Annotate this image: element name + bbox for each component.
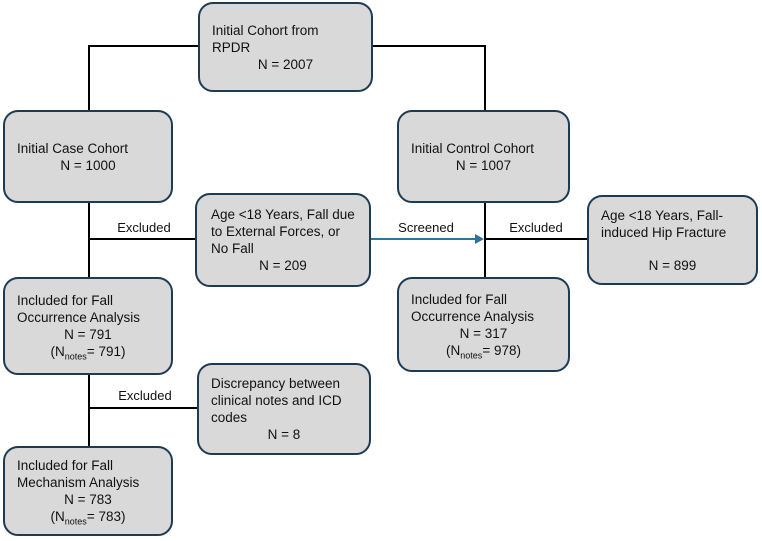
- box-initial-cohort-title: Initial Cohort from RPDR: [212, 22, 319, 55]
- box-case-fall-mechanism-n: N = 783: [64, 492, 112, 507]
- box-case-fall-occurrence-n: N = 791: [64, 327, 112, 342]
- box-initial-cohort: Initial Cohort from RPDR N = 2007: [198, 2, 373, 92]
- box-initial-cohort-n: N = 2007: [257, 56, 314, 72]
- box-initial-control-cohort-title: Initial Control Cohort: [411, 140, 535, 156]
- n-notes-suffix: = 783): [86, 509, 126, 524]
- connector-top-right-vertical: [484, 45, 486, 110]
- box-case-fall-occurrence-title: Included for Fall Occurrence Analysis: [17, 293, 141, 325]
- box-control-fall-occurrence: Included for Fall Occurrence Analysis N …: [397, 277, 570, 372]
- n-notes-prefix: (N: [50, 509, 65, 524]
- box-case-fall-occurrence-n-notes: (Nnotes= 791): [17, 343, 159, 362]
- box-notes-discrepancy: Discrepancy between clinical notes and I…: [197, 363, 371, 455]
- box-case-exclusion-title: Age <18 Years, Fall due to External Forc…: [211, 207, 355, 256]
- excluded-case-label: Excluded: [117, 220, 171, 235]
- box-initial-case-cohort-n: N = 1000: [60, 157, 116, 173]
- n-notes-subscript: notes: [64, 516, 87, 527]
- connector-top-left-horizontal: [88, 45, 199, 47]
- connector-case-excluded: [89, 238, 196, 240]
- n-notes-prefix: (N: [446, 342, 461, 358]
- box-control-fall-occurrence-n: N = 317: [459, 325, 508, 341]
- connector-occurrence-to-mechanism: [88, 374, 90, 446]
- box-notes-discrepancy-title: Discrepancy between clinical notes and I…: [211, 376, 342, 425]
- connector-notes-excluded: [89, 407, 198, 409]
- n-notes-suffix: = 791): [86, 344, 126, 359]
- connector-control-excluded: [486, 238, 588, 240]
- n-notes-subscript: notes: [64, 351, 87, 362]
- box-control-exclusion-n: N = 899: [648, 257, 697, 273]
- screened-arrow-line: [371, 238, 477, 240]
- box-case-fall-mechanism: Included for Fall Mechanism Analysis N =…: [3, 446, 173, 536]
- box-control-fall-occurrence-n-notes: (Nnotes= 978): [411, 342, 556, 361]
- excluded-notes-label: Excluded: [118, 388, 172, 403]
- box-case-exclusion-n: N = 209: [259, 258, 307, 273]
- box-case-exclusion: Age <18 Years, Fall due to External Forc…: [195, 193, 371, 287]
- n-notes-suffix: = 978): [482, 342, 521, 358]
- box-initial-control-cohort-n: N = 1007: [455, 157, 512, 173]
- connector-top-right-horizontal: [373, 45, 486, 47]
- connector-top-left-vertical: [88, 45, 90, 110]
- box-notes-discrepancy-n: N = 8: [267, 427, 301, 442]
- arrowhead-icon: [475, 233, 484, 244]
- excluded-control-label: Excluded: [509, 220, 563, 235]
- box-initial-case-cohort: Initial Case Cohort N = 1000: [3, 110, 173, 203]
- box-case-fall-occurrence: Included for Fall Occurrence Analysis N …: [3, 277, 173, 375]
- box-case-fall-mechanism-title: Included for Fall Mechanism Analysis: [17, 458, 140, 490]
- box-initial-case-cohort-title: Initial Case Cohort: [17, 140, 129, 156]
- n-notes-subscript: notes: [460, 350, 483, 361]
- box-control-exclusion: Age <18 Years, Fall-induced Hip Fracture…: [587, 195, 758, 285]
- connector-control-to-occurrence: [484, 202, 486, 278]
- screened-label: Screened: [398, 220, 454, 235]
- box-initial-control-cohort: Initial Control Cohort N = 1007: [397, 110, 570, 203]
- box-control-fall-occurrence-title: Included for Fall Occurrence Analysis: [411, 291, 535, 324]
- n-notes-prefix: (N: [50, 344, 65, 359]
- connector-case-to-occurrence: [88, 202, 90, 278]
- box-control-exclusion-title: Age <18 Years, Fall-induced Hip Fracture: [601, 207, 727, 240]
- box-case-fall-mechanism-n-notes: (Nnotes= 783): [17, 508, 159, 527]
